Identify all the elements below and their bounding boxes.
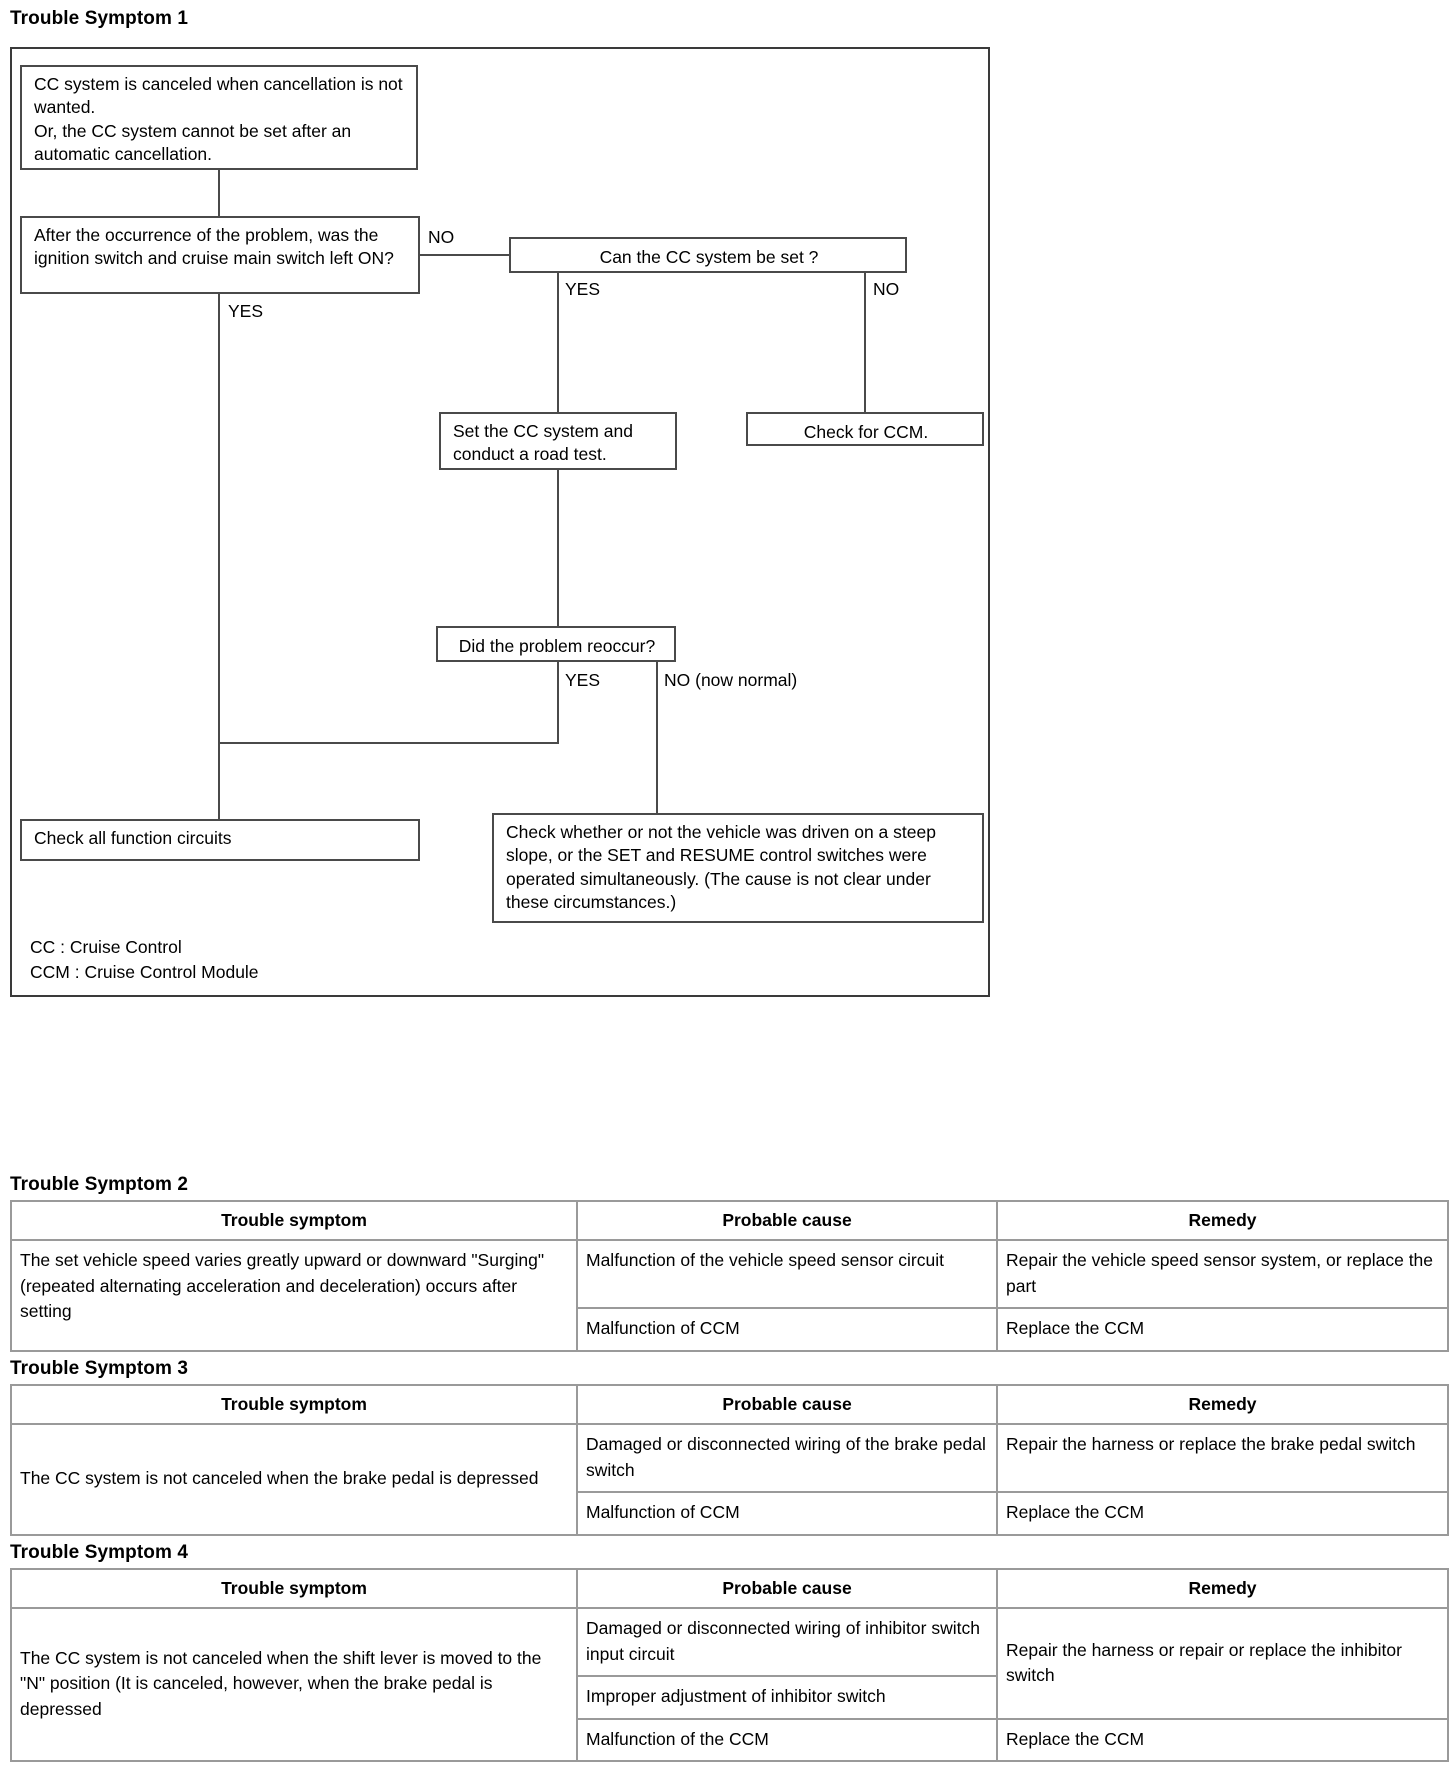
edge-label-canset-yes: YES	[565, 279, 601, 299]
troubleshooting-flowchart: CC system is canceled when cancellation …	[10, 47, 990, 997]
node-question-can-set: Can the CC system be set ?	[509, 237, 907, 273]
column-header-trouble-symptom: Trouble symptom	[10, 1199, 578, 1242]
node-action-check-all-circuits: Check all function circuits	[20, 819, 420, 861]
edge-label-question-yes: YES	[228, 301, 264, 321]
page-title-symptom-3: Trouble Symptom 3	[10, 1358, 189, 1379]
column-header-probable-cause: Probable cause	[576, 1383, 998, 1426]
table-symptom-4: Trouble symptom Probable cause Remedy Th…	[10, 1567, 1449, 1762]
table-row: Improper adjustment of inhibitor switch	[11, 1675, 1448, 1720]
node-action-set-cc-road-test: Set the CC system and conduct a road tes…	[439, 412, 677, 470]
cell-trouble-symptom: The CC system is not canceled when the s…	[10, 1607, 578, 1762]
table-row: Malfunction of CCM Replace the CCM	[11, 1307, 1449, 1352]
cell-remedy: Repair the vehicle speed sensor system, …	[996, 1239, 1449, 1310]
connector-symptom-to-question	[218, 170, 220, 216]
column-header-remedy: Remedy	[996, 1567, 1449, 1610]
table-symptom-3: Trouble symptom Probable cause Remedy Th…	[10, 1383, 1449, 1536]
connector-reoccur-yes-vertical	[557, 662, 559, 744]
connector-reoccur-no-vertical	[656, 662, 658, 813]
node-symptom-description: CC system is canceled when cancellation …	[20, 65, 418, 170]
cell-remedy: Replace the CCM	[996, 1491, 1449, 1536]
connector-question-yes-vertical	[218, 294, 220, 819]
table-header-row: Trouble symptom Probable cause Remedy	[10, 1199, 1449, 1242]
table-symptom-2: Trouble symptom Probable cause Remedy Th…	[10, 1199, 1449, 1352]
column-header-remedy: Remedy	[996, 1199, 1449, 1242]
node-action-check-steep-slope: Check whether or not the vehicle was dri…	[492, 813, 984, 923]
cell-probable-cause: Malfunction of CCM	[576, 1307, 998, 1352]
flowchart-legend: CC : Cruise Control CCM : Cruise Control…	[30, 937, 259, 982]
page-title-symptom-1: Trouble Symptom 1	[10, 8, 189, 29]
page-title-symptom-2: Trouble Symptom 2	[10, 1174, 189, 1195]
column-header-trouble-symptom: Trouble symptom	[10, 1567, 578, 1610]
table-header-row: Trouble symptom Probable cause Remedy	[10, 1567, 1449, 1610]
column-header-probable-cause: Probable cause	[576, 1567, 998, 1610]
cell-remedy: Repair the harness or repair or replace …	[996, 1607, 1449, 1720]
edge-label-canset-no: NO	[873, 279, 900, 299]
connector-canset-yes-vertical	[557, 273, 559, 412]
column-header-trouble-symptom: Trouble symptom	[10, 1383, 578, 1426]
node-action-check-ccm: Check for CCM.	[746, 412, 984, 446]
connector-setcc-to-reoccur	[557, 470, 559, 626]
cell-remedy: Replace the CCM	[996, 1307, 1449, 1352]
cell-probable-cause: Damaged or disconnected wiring of inhibi…	[576, 1607, 998, 1678]
cell-probable-cause: Damaged or disconnected wiring of the br…	[576, 1423, 998, 1494]
connector-question-no-horizontal	[420, 254, 509, 256]
table-row: The CC system is not canceled when the s…	[10, 1607, 1449, 1762]
node-question-problem-reoccur: Did the problem reoccur?	[436, 626, 676, 662]
column-header-remedy: Remedy	[996, 1383, 1449, 1426]
table-row: The CC system is not canceled when the b…	[10, 1423, 1449, 1536]
cell-probable-cause: Malfunction of the CCM	[576, 1717, 998, 1762]
cell-remedy: Replace the CCM	[996, 1717, 1449, 1762]
cell-probable-cause: Improper adjustment of inhibitor switch	[576, 1675, 998, 1720]
cell-probable-cause: Malfunction of the vehicle speed sensor …	[576, 1239, 998, 1310]
table-header-row: Trouble symptom Probable cause Remedy	[10, 1383, 1449, 1426]
cell-trouble-symptom: The set vehicle speed varies greatly upw…	[10, 1239, 578, 1352]
column-header-probable-cause: Probable cause	[576, 1199, 998, 1242]
edge-label-reoccur-no: NO (now normal)	[664, 670, 798, 690]
table-row: Malfunction of CCM Replace the CCM	[11, 1491, 1449, 1536]
edge-label-question-no: NO	[428, 227, 455, 247]
page-title-symptom-4: Trouble Symptom 4	[10, 1542, 189, 1563]
edge-label-reoccur-yes: YES	[565, 670, 601, 690]
table-row: Malfunction of the CCM Replace the CCM	[11, 1717, 1449, 1762]
table-row: The set vehicle speed varies greatly upw…	[10, 1239, 1449, 1352]
connector-canset-no-vertical	[864, 273, 866, 412]
cell-remedy: Repair the harness or replace the brake …	[996, 1423, 1449, 1494]
node-question-ignition-switch: After the occurrence of the problem, was…	[20, 216, 420, 294]
connector-reoccur-yes-horizontal	[218, 742, 559, 744]
cell-trouble-symptom: The CC system is not canceled when the b…	[10, 1423, 578, 1536]
cell-probable-cause: Malfunction of CCM	[576, 1491, 998, 1536]
